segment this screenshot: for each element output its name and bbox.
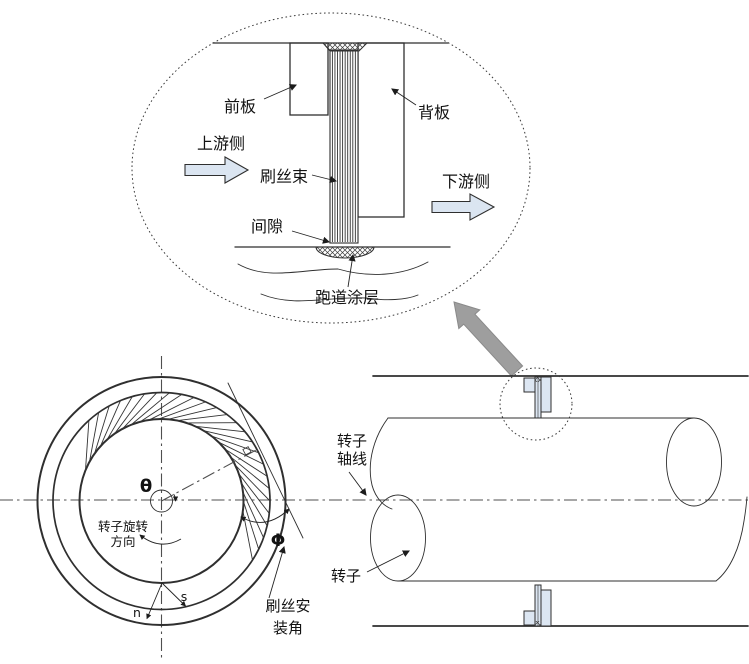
front-plate-leader xyxy=(263,84,297,100)
n-direction-arrow xyxy=(146,582,163,620)
bristle-wire-line xyxy=(99,400,121,447)
bristle-wire-line xyxy=(158,401,206,420)
bristle-label: 刷丝束 xyxy=(260,167,308,186)
bristle-wire-line xyxy=(203,430,253,443)
bristle-wire-line xyxy=(85,420,90,471)
rotor-right-end-ellipse xyxy=(666,417,722,507)
s-direction-arrow xyxy=(161,582,187,607)
bristle-wire-line xyxy=(114,393,145,435)
rotor-left-upper-end-arc xyxy=(369,417,393,510)
rotor-break-wave-1 xyxy=(237,261,429,275)
bristle-wire-line xyxy=(238,473,270,514)
bristle-bundle xyxy=(329,49,359,244)
bristle-leader xyxy=(311,174,338,184)
coating-leader xyxy=(347,253,356,288)
clearance-label: 间隙 xyxy=(251,217,283,236)
top-seal-front-plate xyxy=(523,377,536,393)
bristle-wire-line xyxy=(195,425,246,433)
back-plate-label: 背板 xyxy=(418,103,450,122)
rotor-break-wave-2 xyxy=(260,293,419,302)
bristle-wire-line xyxy=(211,435,259,454)
detail-boundary-ellipse xyxy=(131,12,531,324)
magnify-pointer-arrow xyxy=(453,301,524,377)
bottom-seal-cartridge xyxy=(523,584,552,627)
upstream-flow-arrow xyxy=(184,156,250,184)
bristle-direction-line xyxy=(227,382,304,539)
s-label: s xyxy=(181,589,188,604)
bristle-clamp-weld xyxy=(321,42,369,52)
rotation-label-line2: 方向 xyxy=(110,534,135,549)
rotation-label-line1: 转子旋转 xyxy=(98,519,148,534)
bristle-wire-line xyxy=(94,405,110,454)
front-view: θ Φ 转子旋转 方向 s n 刷丝安 装角 xyxy=(36,376,311,637)
coating-label: 跑道涂层 xyxy=(315,288,379,307)
rotor-axis-label-line2: 轴线 xyxy=(337,450,367,468)
top-seal-clamp xyxy=(534,377,542,382)
bristle-wire-line xyxy=(177,414,228,422)
theta-label: θ xyxy=(140,476,152,497)
n-label: n xyxy=(133,605,141,620)
install-angle-label-line2: 装角 xyxy=(273,619,303,637)
rotor-axis-label-line1: 转子 xyxy=(337,432,367,450)
bottom-seal-back-plate xyxy=(540,589,552,627)
front-plate xyxy=(289,42,329,116)
bottom-seal-clamp xyxy=(534,621,542,626)
bristle-stripes xyxy=(331,51,356,242)
clearance-leader xyxy=(291,230,331,244)
install-angle-label-line1: 刷丝安 xyxy=(265,597,310,615)
rotor-left-end-ellipse xyxy=(370,494,426,582)
rotation-direction-arrow xyxy=(139,534,182,545)
top-seal-back-plate xyxy=(540,376,552,413)
rotor-right-lower-end-arc xyxy=(715,496,748,582)
bristle-wire-line xyxy=(224,448,268,477)
bristle-wire-line xyxy=(106,396,133,440)
bristle-wire-line xyxy=(230,456,270,489)
bristle-wire-line xyxy=(149,397,195,421)
phi-label: Φ xyxy=(271,531,285,551)
top-seal-cartridge xyxy=(523,376,552,419)
bristle-wire-line xyxy=(122,392,158,430)
rotor-label: 转子 xyxy=(331,567,361,585)
back-plate xyxy=(357,42,405,218)
side-view: 转子 轴线 转子 xyxy=(331,367,749,627)
downstream-flow-arrow xyxy=(431,193,496,221)
bristle-wire-line xyxy=(130,392,170,426)
runway-coating-patch xyxy=(315,246,375,259)
upstream-label: 上游侧 xyxy=(197,134,245,153)
detail-callout-circle xyxy=(499,367,573,441)
axis-center-circle xyxy=(150,489,173,513)
bristle-wire-line xyxy=(234,464,271,502)
bristle-wire-line xyxy=(89,412,100,462)
rotor-axis-leader xyxy=(348,471,367,496)
downstream-label: 下游侧 xyxy=(442,172,490,191)
bristle-wire-line xyxy=(218,441,264,465)
back-plate-leader xyxy=(391,88,417,106)
rotor-circle xyxy=(78,418,245,584)
bottom-seal-front-plate xyxy=(523,610,536,626)
theta-radius-line xyxy=(161,448,259,502)
bristle-wire-line xyxy=(139,394,183,423)
bristle-hatch xyxy=(85,392,271,561)
install-angle-leader xyxy=(268,545,286,599)
theta-angle-arc xyxy=(172,493,179,502)
front-plate-label: 前板 xyxy=(224,97,256,116)
rotor-leader xyxy=(366,550,410,573)
detail-view: 前板 背板 上游侧 刷丝束 下游侧 间隙 跑道涂层 xyxy=(131,12,531,324)
phi-angle-arc xyxy=(240,508,290,523)
right-angle-mark xyxy=(242,446,252,456)
bristle-wire-line xyxy=(167,407,217,420)
